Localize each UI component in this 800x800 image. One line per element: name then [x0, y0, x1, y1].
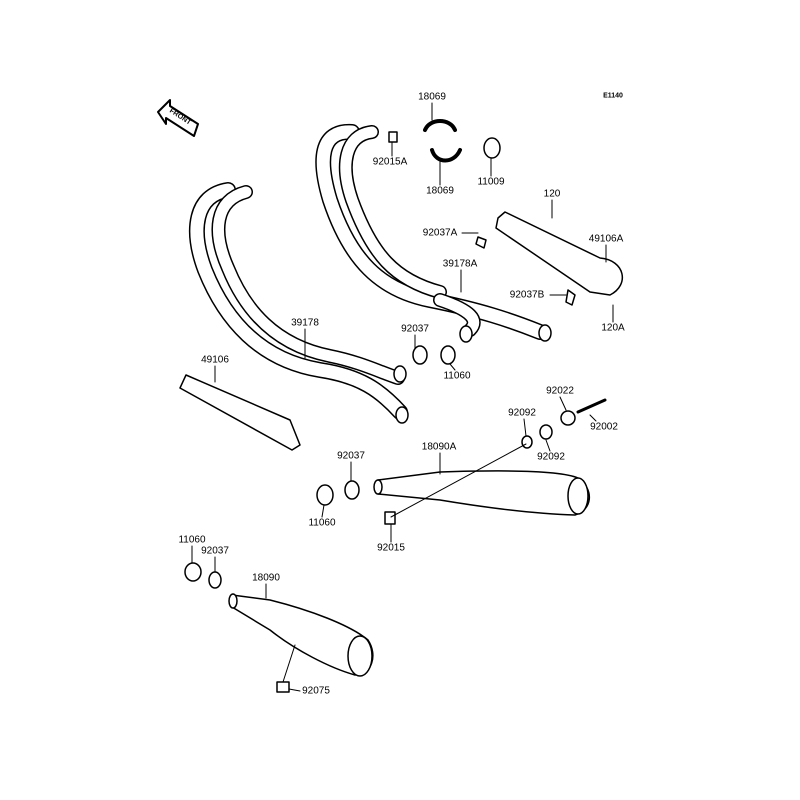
part-label[interactable]: 39178A: [441, 258, 479, 270]
part-label[interactable]: 92092: [507, 407, 537, 419]
part-label[interactable]: 92037: [200, 545, 230, 557]
part-label[interactable]: 49106: [200, 354, 230, 366]
part-label[interactable]: 49106A: [587, 233, 625, 245]
part-label[interactable]: 92015: [376, 542, 406, 554]
part-label[interactable]: 92015A: [371, 156, 409, 168]
heat-shield-49106a: [495, 211, 624, 296]
exhaust-header-39178: [188, 182, 409, 424]
part-label[interactable]: 92092: [536, 451, 566, 463]
part-label[interactable]: 120A: [600, 322, 626, 334]
part-label[interactable]: 92037A: [421, 227, 459, 239]
front-arrow-icon: [157, 99, 199, 137]
small-parts: [184, 119, 607, 693]
muffler-18090a: [373, 470, 590, 516]
part-label[interactable]: 92022: [545, 385, 575, 397]
part-label[interactable]: 92002: [589, 421, 619, 433]
part-label[interactable]: 39178: [290, 317, 320, 329]
muffler-18090: [228, 593, 374, 677]
exhaust-header-39178a: [315, 123, 552, 343]
part-label[interactable]: 11060: [442, 370, 472, 382]
part-label[interactable]: 92037: [336, 450, 366, 462]
part-label[interactable]: 18069: [425, 185, 455, 197]
diagram-code: E1140: [602, 90, 624, 102]
leader-lines: [191, 102, 614, 692]
part-label[interactable]: 18090A: [420, 441, 458, 453]
part-label[interactable]: 11060: [307, 517, 337, 529]
part-label[interactable]: 18069: [417, 91, 447, 103]
part-label[interactable]: 11009: [476, 176, 506, 188]
part-label[interactable]: 92037B: [508, 289, 546, 301]
part-label[interactable]: 18090: [251, 572, 281, 584]
heat-shield-49106: [179, 374, 301, 451]
part-label[interactable]: 11060: [177, 534, 207, 546]
part-label[interactable]: 120: [542, 188, 562, 200]
part-label[interactable]: 92075: [301, 685, 331, 697]
part-label[interactable]: 92037: [400, 323, 430, 335]
